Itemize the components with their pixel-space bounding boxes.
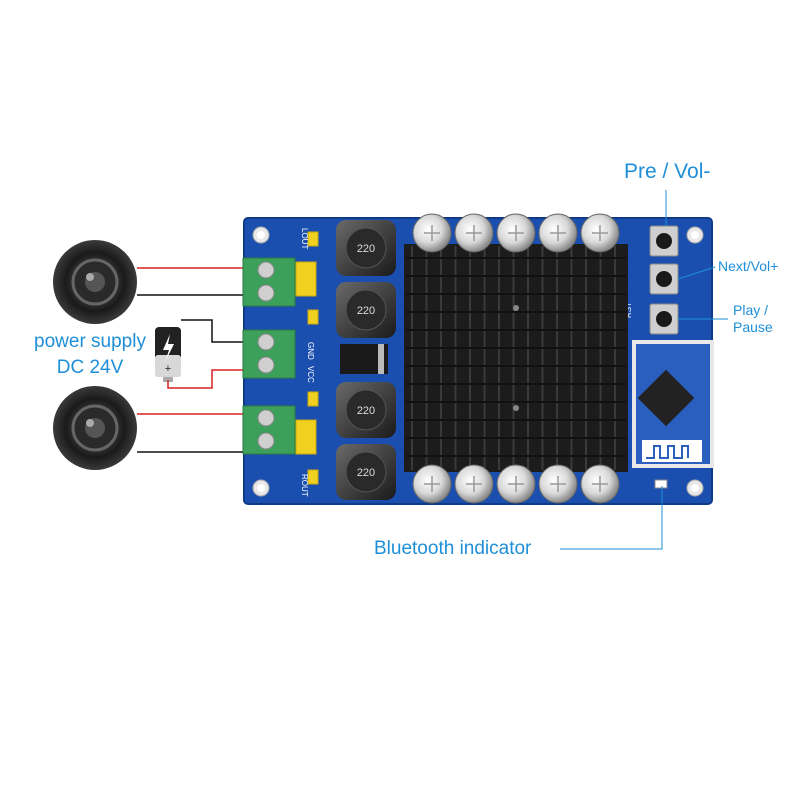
capacitor-vent — [550, 225, 566, 241]
silk-lout: LOUT — [300, 228, 309, 249]
bluetooth-indicator-label: Bluetooth indicator — [374, 538, 532, 559]
film-capacitors — [295, 231, 319, 485]
speaker-icon — [53, 240, 137, 324]
capacitor-vent — [592, 225, 608, 241]
inductor: 220 — [336, 444, 396, 500]
inductor: 220 — [336, 220, 396, 276]
silk-rst: RST — [624, 302, 633, 318]
play-label-line1: Play / — [733, 302, 769, 318]
terminal-block-power — [242, 329, 296, 379]
svg-text:+: + — [165, 363, 171, 375]
inductor-value: 220 — [357, 467, 375, 479]
speaker-icon — [53, 386, 137, 470]
bluetooth-indicator-led — [654, 479, 668, 489]
capacitor-vent — [466, 476, 482, 492]
inductor-value: 220 — [357, 305, 375, 317]
next-vol-up-button[interactable] — [649, 263, 679, 295]
electrolytic-capacitors-bottom — [412, 464, 620, 504]
silk-gnd: GND — [306, 342, 315, 360]
callout-lines — [560, 190, 728, 550]
capacitor-vent — [424, 476, 440, 492]
silk-rout: ROUT — [300, 474, 309, 497]
silk-vcc: VCC — [306, 366, 315, 383]
inductor: 220 — [336, 282, 396, 338]
capacitor-vent — [466, 225, 482, 241]
play-label-line2: Pause — [733, 319, 773, 335]
inductor-value: 220 — [357, 243, 375, 255]
play-pause-label: Play / Pause — [733, 302, 773, 336]
diode — [340, 344, 388, 374]
capacitor-vent — [592, 476, 608, 492]
capacitor-vent — [508, 476, 524, 492]
capacitor-vent — [424, 225, 440, 241]
silkscreen: LOUT ROUT GND VCC RST — [300, 228, 633, 497]
wires — [137, 267, 248, 453]
prev-vol-down-button[interactable] — [649, 225, 679, 257]
bluetooth-module-icon — [632, 340, 714, 468]
capacitor-vent — [508, 225, 524, 241]
capacitor-vent — [550, 476, 566, 492]
play-pause-button[interactable] — [649, 303, 679, 335]
battery-icon: + — [155, 327, 181, 382]
next-vol-label: Next/Vol+ — [718, 258, 779, 274]
inductor-value: 220 — [357, 405, 375, 417]
inductor: 220 — [336, 382, 396, 438]
power-supply-label: power supply DC 24V — [24, 329, 156, 381]
terminal-block-left — [242, 257, 296, 307]
pre-vol-label: Pre / Vol- — [624, 160, 711, 183]
electrolytic-capacitors-top — [412, 213, 620, 253]
terminal-block-right — [242, 405, 296, 455]
power-label-line1: power supply — [34, 331, 146, 352]
heatsink — [404, 244, 628, 472]
power-label-line2: DC 24V — [56, 357, 124, 378]
